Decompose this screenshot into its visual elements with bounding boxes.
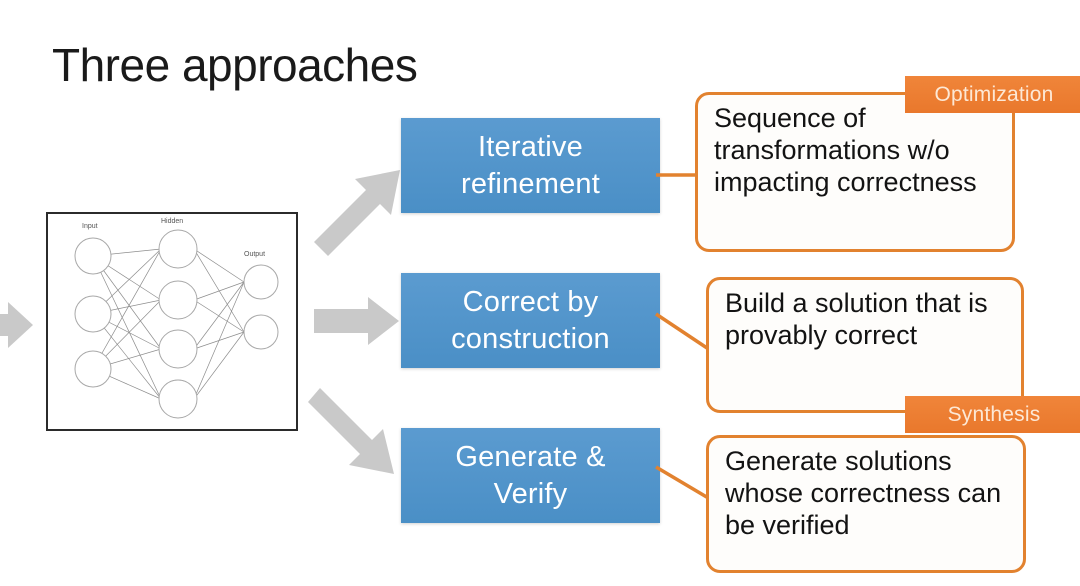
- branch-arrow-right-icon: [314, 296, 400, 346]
- approach-box-generate-and-verify[interactable]: Generate & Verify: [401, 428, 660, 523]
- approach-box-line1: Correct by: [462, 286, 599, 319]
- approach-box-correct-by-construction[interactable]: Correct by construction: [401, 273, 660, 368]
- approach-box-label: Correct by construction: [451, 284, 610, 357]
- approach-box-line1: Iterative: [478, 131, 583, 164]
- neural-network-diagram: Input Hidden Output: [46, 212, 298, 431]
- tag-synthesis: Synthesis: [905, 396, 1080, 433]
- connector-line-3: [654, 465, 714, 505]
- connector-line-1: [656, 168, 704, 182]
- approach-box-line2: construction: [451, 322, 610, 355]
- description-callout-optimization: Sequence of transformations w/o impactin…: [695, 92, 1015, 252]
- branch-arrow-down-icon: [304, 372, 406, 484]
- approach-box-line2: Verify: [493, 477, 568, 510]
- page-title: Three approaches: [52, 39, 418, 91]
- description-callout-construction: Build a solution that is provably correc…: [706, 277, 1024, 413]
- approach-box-line2: refinement: [460, 167, 600, 200]
- connector-line-2: [654, 312, 714, 354]
- description-callout-generate: Generate solutions whose correctness can…: [706, 435, 1026, 573]
- nn-hidden-label: Hidden: [161, 218, 183, 225]
- incoming-arrow-icon: [0, 300, 34, 350]
- nn-input-label: Input: [82, 223, 98, 230]
- approach-box-label: Iterative refinement: [461, 129, 600, 202]
- approach-box-iterative-refinement[interactable]: Iterative refinement: [401, 118, 660, 213]
- approach-box-line1: Generate &: [455, 441, 606, 474]
- approach-box-label: Generate & Verify: [455, 439, 605, 512]
- branch-arrow-up-icon: [304, 150, 406, 262]
- nn-output-label: Output: [244, 251, 265, 258]
- tag-optimization: Optimization: [905, 76, 1080, 113]
